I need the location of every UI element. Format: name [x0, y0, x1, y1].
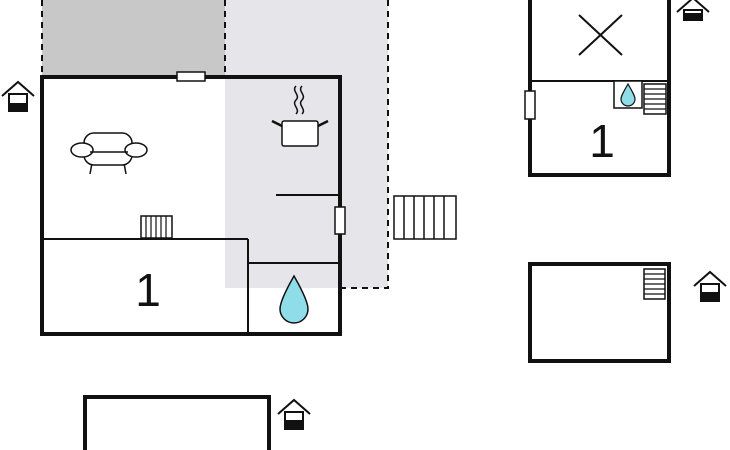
house-entrance-icon: [1, 80, 35, 112]
bed-cross-icon: [578, 14, 623, 56]
terrace-boundary: [41, 0, 389, 289]
house-entrance-icon: [676, 0, 710, 21]
radiator-icon: [140, 215, 173, 239]
door-icon: [176, 71, 206, 82]
room-number: 1: [135, 264, 161, 316]
stairs-icon: [393, 195, 457, 240]
door-icon: [334, 206, 346, 235]
stairs-icon: [643, 268, 666, 300]
house-entrance-icon: [277, 398, 311, 430]
room-number: 1: [589, 115, 615, 167]
door-icon: [524, 90, 536, 120]
sofa-icon: [70, 132, 148, 175]
house-entrance-icon: [693, 270, 727, 302]
annex-building: 1: [524, 0, 671, 177]
covered-area: [42, 0, 225, 76]
stairs-icon: [643, 83, 667, 115]
water-drop-icon: [620, 82, 636, 107]
main-house: 1: [40, 71, 346, 336]
storage-building: [528, 262, 671, 363]
stove-pot-icon: [271, 85, 329, 147]
water-drop-icon: [279, 274, 309, 324]
outbuilding: [83, 395, 271, 450]
